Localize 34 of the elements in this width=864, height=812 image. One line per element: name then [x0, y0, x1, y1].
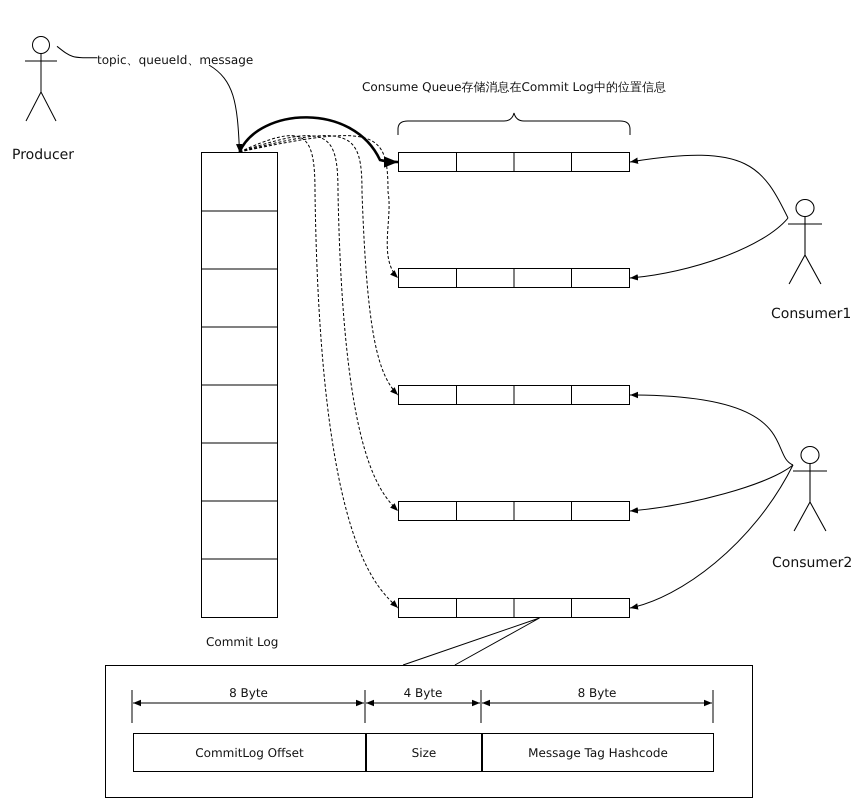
arrow — [630, 464, 794, 514]
field-cell: CommitLog Offset — [133, 733, 366, 772]
arrow — [630, 218, 788, 280]
queue-bar — [398, 385, 630, 405]
arrow — [630, 464, 794, 610]
queue-bar — [398, 598, 630, 618]
dimension-label: 8 Byte — [576, 686, 618, 700]
message-label: topic、queueId、message — [97, 53, 254, 67]
actor-label: Producer — [12, 148, 74, 162]
connector-line — [56, 46, 98, 58]
dimension-label: 8 Byte — [228, 686, 269, 700]
zoom-callout-lines — [402, 618, 540, 666]
queue-bar — [398, 268, 630, 288]
arrow — [239, 135, 398, 608]
detail-panel — [105, 665, 753, 798]
node-label: Commit Log — [206, 635, 278, 649]
queue-bar — [398, 501, 630, 521]
dimension-label: 4 Byte — [402, 686, 444, 700]
commit-log-column — [201, 152, 278, 618]
stick-figure-icon — [788, 198, 822, 285]
field-cell: Size — [366, 733, 482, 772]
arrow — [630, 392, 794, 466]
arrow — [208, 64, 242, 152]
actor-label: Consumer2 — [772, 556, 852, 570]
arrow — [239, 135, 398, 512]
queue-bar — [398, 152, 630, 172]
stick-figure-icon — [25, 35, 57, 122]
arrow — [630, 154, 788, 218]
stick-figure-icon — [793, 445, 827, 532]
brace-label: Consume Queue存储消息在Commit Log中的位置信息 — [361, 80, 667, 94]
field-cell: Message Tag Hashcode — [482, 733, 714, 772]
arrow — [238, 116, 398, 168]
actor-label: Consumer1 — [771, 307, 852, 321]
arrow — [239, 135, 398, 396]
